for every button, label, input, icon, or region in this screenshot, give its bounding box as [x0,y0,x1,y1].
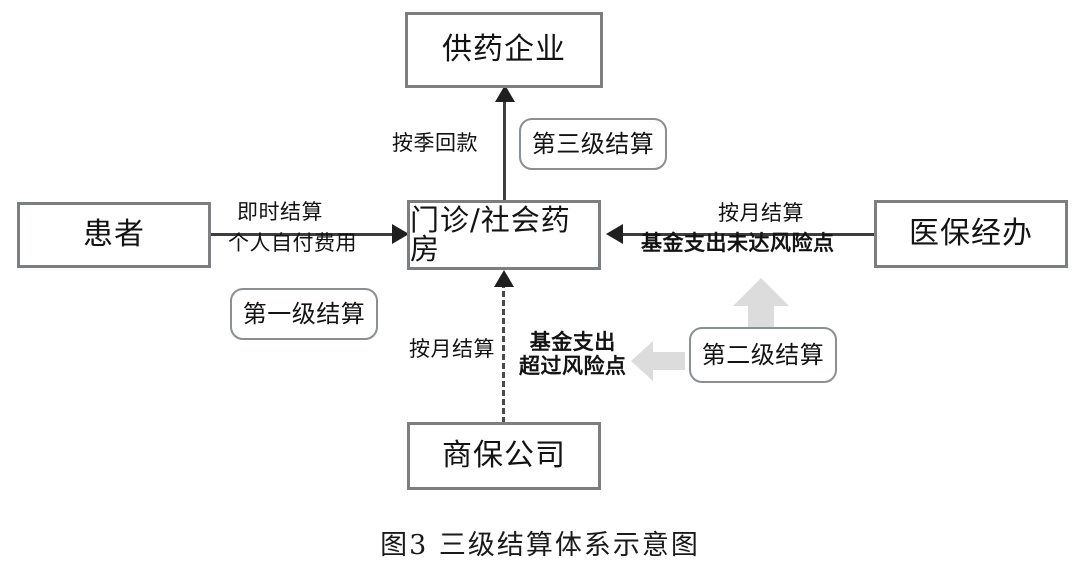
label-quarterly-payback: 按季回款 [392,131,478,155]
connector-insurer-to-clinic [623,233,875,236]
label-fund-under-risk-point: 基金支出未达风险点 [641,231,835,255]
block-arrow-up-icon [733,278,789,340]
connector-commercial-insurer-to-clinic-dashed [502,282,505,423]
label-fund-over-risk-line1: 基金支出 [529,330,616,354]
connector-clinic-to-supplier [503,88,506,201]
label-monthly-settlement-bottom: 按月结算 [409,337,495,361]
arrowhead-up-into-clinic [494,270,514,287]
block-arrow-left-icon [631,341,685,381]
label-personal-self-pay: 个人自付费用 [228,231,357,255]
node-clinic[interactable]: 门诊/社会药房 [407,200,601,270]
badge-level-one[interactable]: 第一级结算 [230,288,378,340]
node-insurer[interactable]: 医保经办 [874,200,1068,268]
label-monthly-settlement-right: 按月结算 [718,201,804,225]
arrowhead-up-to-supplier [495,85,515,102]
connector-patient-to-clinic [211,233,393,236]
arrowhead-left-into-clinic [606,224,623,244]
node-commercial-insurer[interactable]: 商保公司 [407,422,601,490]
node-supplier[interactable]: 供药企业 [405,12,603,88]
badge-level-two[interactable]: 第二级结算 [689,327,837,383]
arrowhead-right-into-clinic [392,224,409,244]
label-fund-over-risk-point: 基金支出 超过风险点 [519,330,627,379]
figure-caption: 图3 三级结算体系示意图 [380,530,700,561]
badge-level-three[interactable]: 第三级结算 [519,118,667,170]
label-fund-over-risk-line2: 超过风险点 [519,354,627,379]
node-patient[interactable]: 患者 [17,202,211,268]
label-instant-settlement: 即时结算 [237,200,323,224]
